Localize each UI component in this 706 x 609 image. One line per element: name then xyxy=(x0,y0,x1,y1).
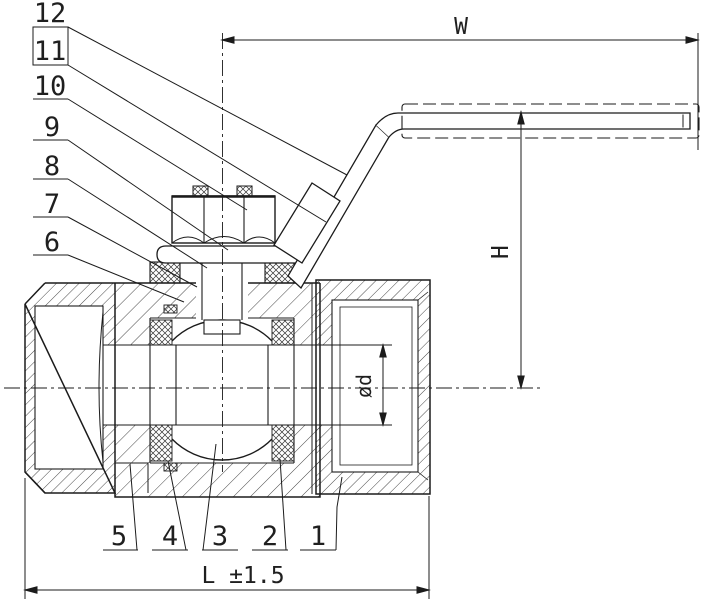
dimension-bore xyxy=(379,343,387,427)
ball xyxy=(171,319,273,461)
dimension-length xyxy=(23,478,431,599)
dimension-w xyxy=(220,33,700,150)
handle xyxy=(156,103,700,290)
ball-stem-slot xyxy=(203,319,241,335)
callout-2: 2 xyxy=(262,521,278,552)
callout-11: 11 xyxy=(34,36,67,67)
dim-label-bore: ød xyxy=(352,374,376,398)
seat-rings xyxy=(149,304,295,472)
seat-left-lower xyxy=(149,424,173,462)
stem xyxy=(201,263,243,320)
callout-4: 4 xyxy=(162,521,178,552)
callout-labels-bottom: 5 4 3 2 1 xyxy=(111,521,326,552)
callout-leaders-bottom xyxy=(103,443,343,551)
dimension-labels: W H ød L ±1.5 xyxy=(201,14,514,589)
gland-packing-left xyxy=(149,261,181,284)
callout-12: 12 xyxy=(34,0,67,29)
callout-7: 7 xyxy=(44,189,60,220)
seat-right-lower xyxy=(271,424,295,462)
callout-labels-left: 12 11 10 9 8 7 6 xyxy=(34,0,67,258)
callout-10: 10 xyxy=(34,71,67,102)
callout-leaders-left xyxy=(32,26,348,303)
dim-label-length: L ±1.5 xyxy=(201,563,284,589)
handle-lever-horizontal xyxy=(375,112,691,138)
hex-nut xyxy=(171,195,276,244)
body-seal-lower xyxy=(163,462,178,472)
handle-sleeve xyxy=(273,182,341,264)
dim-label-h: H xyxy=(488,245,514,259)
dimension-h xyxy=(517,110,525,390)
stem-nut-assembly xyxy=(171,185,276,244)
callout-9: 9 xyxy=(44,112,60,143)
callout-5: 5 xyxy=(111,521,127,552)
callout-8: 8 xyxy=(44,151,60,182)
flow-bore-lines xyxy=(103,344,392,426)
callout-3: 3 xyxy=(212,521,228,552)
body-seal-upper xyxy=(163,304,178,314)
centerlines xyxy=(4,33,540,472)
callout-6: 6 xyxy=(44,227,60,258)
seat-left-upper xyxy=(149,319,173,346)
dim-label-w: W xyxy=(454,14,468,40)
handle-grip-phantom-outline xyxy=(401,103,700,139)
callout-1: 1 xyxy=(310,521,326,552)
seat-right-upper xyxy=(271,319,295,346)
handle-base-plate xyxy=(156,245,300,264)
